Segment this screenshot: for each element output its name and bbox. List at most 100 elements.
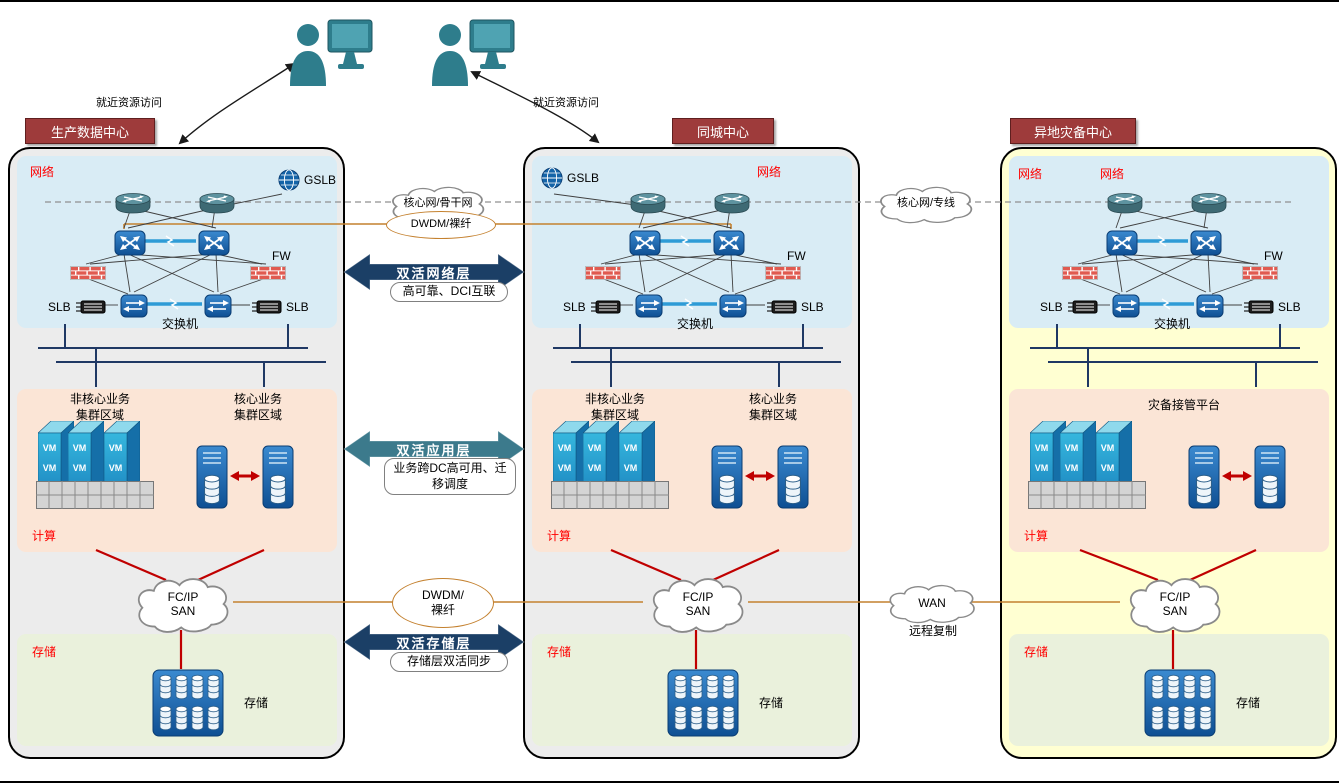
slb-label-right: SLB: [1278, 300, 1301, 314]
storage-icon: [1144, 669, 1216, 737]
gslb-label: GSLB: [567, 171, 600, 185]
storage-zone-label: 存储: [1024, 645, 1049, 659]
switch-label: 交换机: [676, 317, 713, 331]
firewall-label: FW: [272, 249, 291, 263]
storage-icon: [667, 669, 739, 737]
compute-zone-label: 计算: [32, 529, 57, 543]
firewall-icon: [70, 266, 106, 280]
compute-zone-label: 计算: [547, 529, 572, 543]
city-datacenter: GSLB 网络 FW SLB SLB 交换机 非核心业务集群区域 核心业务集群区…: [523, 147, 860, 759]
core-cluster-label: 核心业务集群区域: [233, 392, 282, 422]
core-switch-icon: [114, 230, 146, 256]
compute-zone-label: 计算: [1024, 529, 1049, 543]
app-layer-arrow-label: 双活应用层: [396, 442, 472, 458]
server-icon: [196, 445, 228, 509]
blade-chassis-icon: [36, 481, 154, 509]
firewall-icon: [1242, 266, 1278, 280]
core-switch-icon: [1190, 230, 1222, 256]
remote-replication-label: 远程复制: [908, 624, 957, 638]
core-switch-icon: [1106, 230, 1138, 256]
storage-icon: [152, 669, 224, 737]
slb-icon: [252, 299, 282, 315]
storage-layer-arrow: 双活存储层: [342, 622, 526, 662]
firewall-label: FW: [1264, 249, 1283, 263]
sync-arrow-icon: [1222, 469, 1252, 483]
production-center-title: 生产数据中心: [25, 118, 155, 144]
sync-arrow-icon: [230, 469, 260, 483]
blade-chassis-icon: [551, 481, 669, 509]
slb-icon: [767, 299, 797, 315]
backbone-cloud: 核心网/骨干网: [384, 184, 492, 224]
access-label-right: 就近资源访问: [533, 97, 599, 109]
core-switch-icon: [713, 230, 745, 256]
backbone-cloud-label: 核心网/骨干网: [403, 197, 473, 210]
app-layer-arrow: 双活应用层: [342, 429, 526, 469]
dr-center-title: 异地灾备中心: [1010, 118, 1136, 144]
dedicated-line-cloud: 核心网/专线: [872, 184, 980, 224]
network-zone-label: 网络: [757, 165, 782, 179]
wan-cloud: WAN: [882, 582, 982, 624]
noncore-cluster-label: 非核心业务集群区域: [584, 392, 645, 422]
storage-device-label: 存储: [244, 696, 269, 710]
storage-layer-arrow-label: 双活存储层: [396, 635, 472, 651]
blade-chassis-icon: [1028, 481, 1146, 509]
gslb-label: GSLB: [304, 173, 337, 187]
network-zone-label: 网络: [1018, 167, 1043, 181]
firewall-label: FW: [787, 249, 806, 263]
slb-label-left: SLB: [563, 300, 586, 314]
dwdm-link-label: DWDM/裸纤: [386, 211, 496, 239]
core-cluster-label: 核心业务集群区域: [748, 392, 797, 422]
slb-label-left: SLB: [48, 300, 71, 314]
switch-label: 交换机: [161, 317, 198, 331]
storage-device-label: 存储: [759, 696, 784, 710]
router-icon: [1106, 192, 1144, 214]
server-icon: [262, 445, 294, 509]
dedicated-cloud-label: 核心网/专线: [896, 197, 956, 210]
firewall-icon: [765, 266, 801, 280]
firewall-icon: [1062, 266, 1098, 280]
production-datacenter: 网络 GSLB FW SLB SLB 交换机 非核心业务集群区域 核心业务集群区…: [8, 147, 345, 759]
slb-icon: [1244, 299, 1274, 315]
sync-arrow-icon: [745, 469, 775, 483]
network-zone-label: 网络: [30, 165, 55, 179]
network-zone-label: 网络: [1100, 167, 1125, 181]
gslb-globe-icon: [278, 169, 300, 191]
slb-icon: [591, 299, 621, 315]
server-icon: [1254, 445, 1286, 509]
access-label-left: 就近资源访问: [96, 97, 162, 109]
core-switch-icon: [198, 230, 230, 256]
router-icon: [114, 192, 152, 214]
slb-icon: [1068, 299, 1098, 315]
slb-label-left: SLB: [1040, 300, 1063, 314]
network-layer-arrow-label: 双活网络层: [396, 265, 472, 281]
network-layer-arrow: 双活网络层: [342, 252, 526, 292]
slb-label-right: SLB: [286, 300, 309, 314]
dr-platform-label: 灾备接管平台: [1147, 398, 1220, 412]
noncore-cluster-label: 非核心业务集群区域: [69, 392, 130, 422]
firewall-icon: [585, 266, 621, 280]
storage-zone-label: 存储: [32, 645, 57, 659]
firewall-icon: [250, 266, 286, 280]
storage-layer-desc: 存储层双活同步: [390, 652, 508, 672]
city-center-title: 同城中心: [672, 118, 774, 144]
router-icon: [1190, 192, 1228, 214]
wan-cloud-label: WAN: [918, 595, 946, 610]
user-person-icon: [288, 24, 334, 86]
slb-icon: [76, 299, 106, 315]
router-icon: [629, 192, 667, 214]
slb-label-right: SLB: [801, 300, 824, 314]
storage-device-label: 存储: [1236, 696, 1261, 710]
storage-zone-label: 存储: [547, 645, 572, 659]
dwdm-storage-link-label: DWDM/裸纤: [392, 578, 494, 628]
router-icon: [713, 192, 751, 214]
user-person-icon: [430, 24, 476, 86]
server-icon: [1188, 445, 1220, 509]
network-layer-desc: 高可靠、DCI互联: [390, 282, 508, 302]
